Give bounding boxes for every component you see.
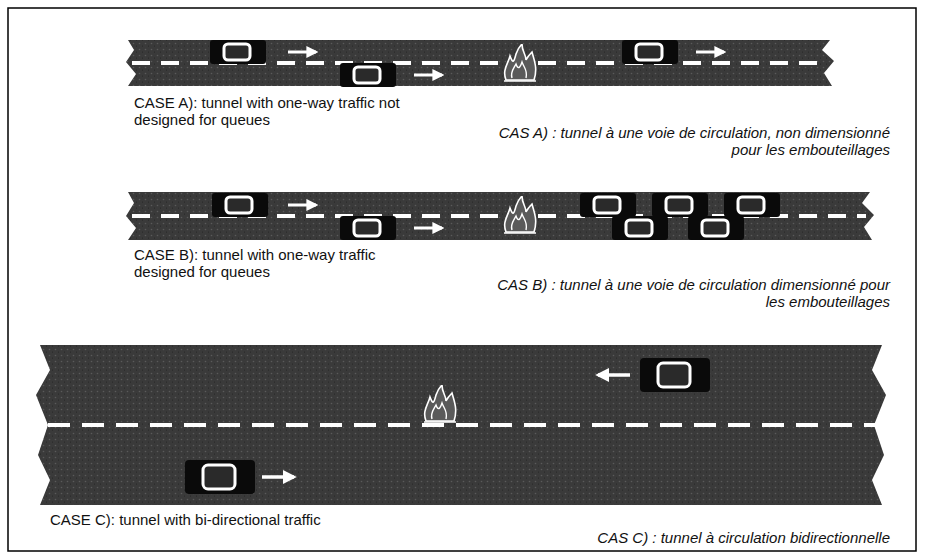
caption: CASE B): tunnel with one-way traffic des… [134,246,414,280]
caption: CAS A) : tunnel à une voie de circulatio… [480,124,890,158]
caption: CASE A): tunnel with one-way traffic not… [134,94,414,128]
caption: CAS C) : tunnel à circulation bidirectio… [480,529,890,546]
caption: CAS B) : tunnel à une voie de circulatio… [480,276,890,310]
caption: CASE C): tunnel with bi-directional traf… [50,511,470,528]
